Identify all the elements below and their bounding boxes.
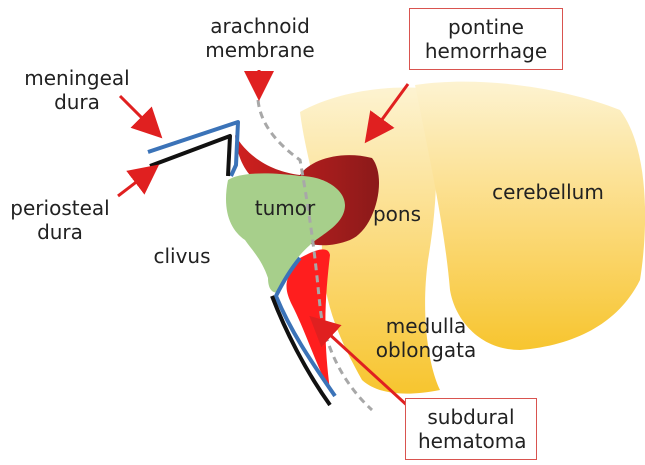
label-cerebellum: cerebellum	[488, 180, 608, 204]
label-clivus: clivus	[150, 244, 214, 268]
label-arachnoid-line1: arachnoid	[200, 14, 320, 38]
label-meningeal-dura: meningeal dura	[22, 66, 132, 114]
callout-pontine-hemorrhage: pontine hemorrhage	[409, 8, 563, 70]
label-subdural-line1: subdural	[418, 405, 524, 429]
arrow-periosteal-dura	[118, 170, 152, 196]
cerebellum-shape	[415, 82, 645, 350]
label-arachnoid-line2: membrane	[200, 38, 320, 62]
label-arachnoid-membrane: arachnoid membrane	[200, 14, 320, 62]
callout-subdural-hematoma: subdural hematoma	[405, 398, 537, 460]
label-medulla-oblongata: medulla oblongata	[375, 314, 477, 362]
label-pons: pons	[372, 202, 422, 226]
label-medulla-line2: oblongata	[375, 338, 477, 362]
label-meningeal-line2: dura	[22, 90, 132, 114]
label-pontine-line1: pontine	[422, 15, 550, 39]
label-pontine-line2: hemorrhage	[422, 39, 550, 63]
label-periosteal-line2: dura	[4, 220, 116, 244]
label-periosteal-dura: periosteal dura	[4, 196, 116, 244]
label-subdural-line2: hematoma	[418, 429, 524, 453]
label-meningeal-line1: meningeal	[22, 66, 132, 90]
periosteal-dura-line	[150, 136, 230, 176]
label-tumor: tumor	[250, 196, 320, 220]
label-periosteal-line1: periosteal	[4, 196, 116, 220]
label-medulla-line1: medulla	[375, 314, 477, 338]
